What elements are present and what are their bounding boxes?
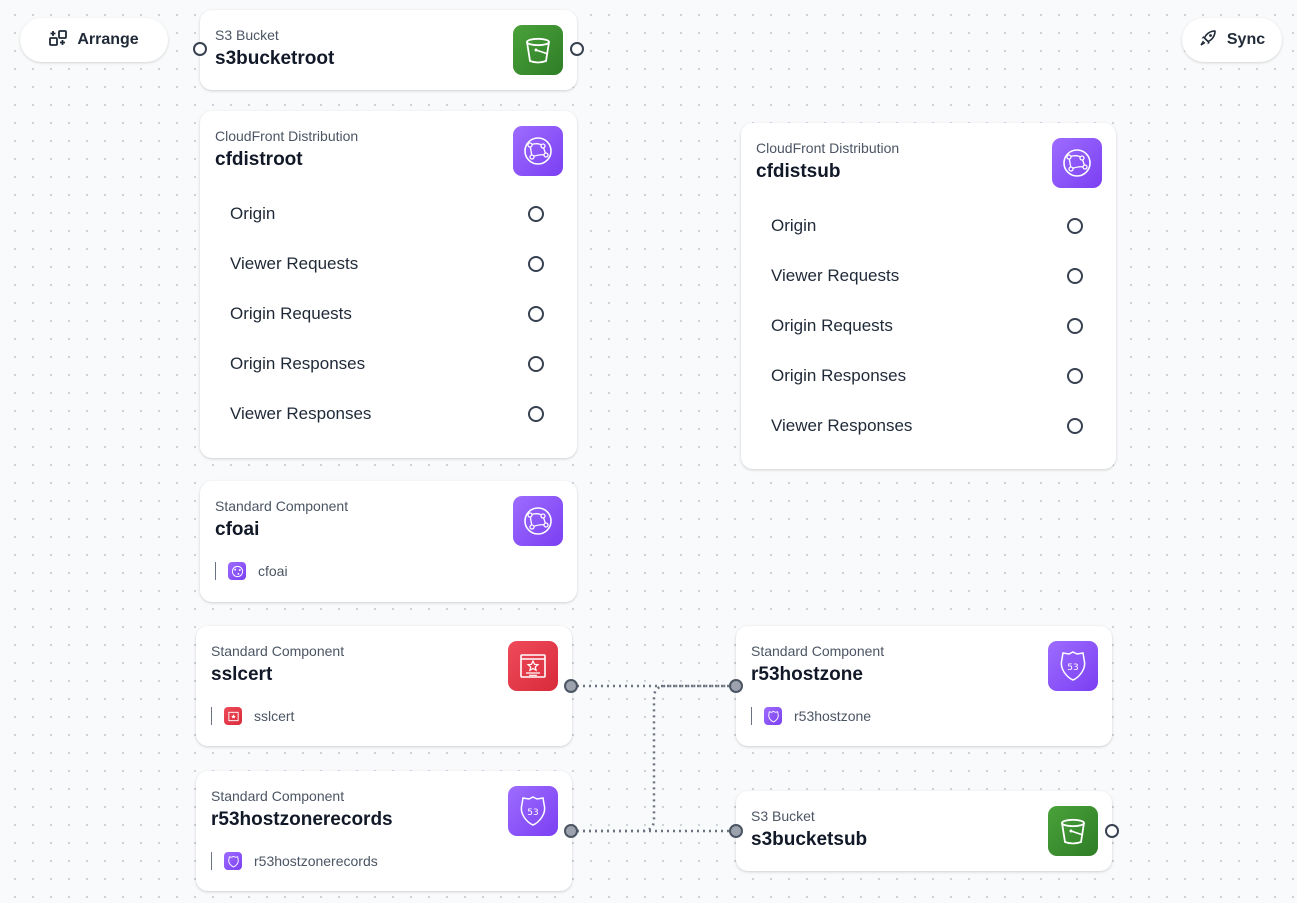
- node-kind: Standard Component: [211, 788, 345, 804]
- node-r53hostzonerecords[interactable]: Standard Component r53hostzonerecords 53…: [196, 771, 572, 891]
- event-row-origin-responses[interactable]: Origin Responses: [230, 349, 547, 379]
- sync-button[interactable]: Sync: [1182, 18, 1282, 62]
- node-title: cfoai: [215, 519, 260, 540]
- cloudfront-icon: [1052, 138, 1102, 188]
- sync-label: Sync: [1226, 31, 1266, 48]
- event-port[interactable]: [1067, 268, 1083, 284]
- s3bucketsub-output-port[interactable]: [1105, 824, 1119, 838]
- cloudfront-mini-icon: [228, 562, 246, 580]
- event-label: Origin: [230, 204, 276, 223]
- arrange-label: Arrange: [77, 31, 139, 48]
- rocket-icon: [1199, 29, 1217, 52]
- node-sslcert[interactable]: Standard Component sslcert sslcert: [196, 626, 572, 746]
- route53-badge-text: 53: [527, 808, 538, 818]
- node-title: s3bucketroot: [215, 48, 335, 69]
- node-kind: S3 Bucket: [751, 808, 815, 824]
- s3bucketsub-input-port[interactable]: [729, 824, 743, 838]
- event-port[interactable]: [528, 306, 544, 322]
- event-row-origin[interactable]: Origin: [230, 199, 547, 229]
- event-row-origin-requests[interactable]: Origin Requests: [771, 311, 1086, 341]
- event-label: Viewer Responses: [771, 416, 913, 435]
- event-label: Viewer Requests: [771, 266, 900, 285]
- node-kind: CloudFront Distribution: [215, 128, 359, 144]
- node-title: cfdistroot: [215, 149, 303, 170]
- node-title: sslcert: [211, 664, 273, 685]
- node-s3bucketsub[interactable]: S3 Bucket s3bucketsub: [736, 791, 1112, 871]
- route53-mini-icon: [224, 852, 242, 870]
- node-kind: Standard Component: [751, 643, 885, 659]
- node-title: s3bucketsub: [751, 829, 868, 850]
- node-kind: S3 Bucket: [215, 27, 279, 43]
- event-row-origin-requests[interactable]: Origin Requests: [230, 299, 547, 329]
- event-port[interactable]: [1067, 318, 1083, 334]
- cloudfront-icon: [513, 496, 563, 546]
- event-label: Origin Responses: [771, 366, 907, 385]
- node-cfdistroot[interactable]: CloudFront Distribution cfdistroot Origi…: [200, 111, 577, 458]
- event-port[interactable]: [1067, 368, 1083, 384]
- event-label: Origin: [771, 216, 817, 235]
- node-s3bucketroot[interactable]: S3 Bucket s3bucketroot: [200, 10, 577, 90]
- node-title: r53hostzonerecords: [211, 809, 393, 830]
- sub-divider: [215, 562, 216, 580]
- sub-label: r53hostzone: [794, 708, 872, 724]
- node-cfoai[interactable]: Standard Component cfoai cfoai: [200, 481, 577, 602]
- event-port[interactable]: [528, 256, 544, 272]
- wire-r53hostzonerecords-r53hostzone: [571, 684, 737, 833]
- certificate-icon: [508, 641, 558, 691]
- sslcert-output-port[interactable]: [564, 679, 578, 693]
- s3bucketroot-input-port[interactable]: [193, 42, 207, 56]
- event-label: Origin Requests: [230, 304, 352, 323]
- sub-divider: [211, 707, 212, 725]
- sub-label: sslcert: [254, 708, 295, 724]
- component-sub-row: r53hostzonerecords: [211, 851, 378, 871]
- sub-label: cfoai: [258, 563, 288, 579]
- event-label: Origin Responses: [230, 354, 366, 373]
- node-title: r53hostzone: [751, 664, 863, 685]
- event-label: Viewer Requests: [230, 254, 359, 273]
- s3bucketroot-output-port[interactable]: [570, 42, 584, 56]
- s3-bucket-icon: [513, 25, 563, 75]
- event-port[interactable]: [1067, 218, 1083, 234]
- event-row-viewer-requests[interactable]: Viewer Requests: [230, 249, 547, 279]
- component-sub-row: r53hostzone: [751, 706, 871, 726]
- node-kind: Standard Component: [211, 643, 345, 659]
- node-kind: CloudFront Distribution: [756, 140, 900, 156]
- component-sub-row: sslcert: [211, 706, 294, 726]
- arrange-icon: [49, 29, 68, 52]
- route53-icon: 53: [1048, 641, 1098, 691]
- event-label: Origin Requests: [771, 316, 893, 335]
- sub-divider: [211, 852, 212, 870]
- route53-badge-text: 53: [1067, 663, 1078, 673]
- event-port[interactable]: [528, 406, 544, 422]
- event-label: Viewer Responses: [230, 404, 372, 423]
- arrange-button[interactable]: Arrange: [20, 18, 168, 62]
- s3-bucket-icon: [1048, 806, 1098, 856]
- sub-label: r53hostzonerecords: [254, 853, 378, 869]
- node-title: cfdistsub: [756, 161, 841, 182]
- event-row-origin[interactable]: Origin: [771, 211, 1086, 241]
- node-cfdistsub[interactable]: CloudFront Distribution cfdistsub Origin…: [741, 123, 1116, 469]
- r53hostzonerecords-output-port[interactable]: [564, 824, 578, 838]
- event-row-viewer-responses[interactable]: Viewer Responses: [230, 399, 547, 429]
- event-row-viewer-requests[interactable]: Viewer Requests: [771, 261, 1086, 291]
- route53-icon: 53: [508, 786, 558, 836]
- cloudfront-icon: [513, 126, 563, 176]
- event-row-origin-responses[interactable]: Origin Responses: [771, 361, 1086, 391]
- event-port[interactable]: [1067, 418, 1083, 434]
- sub-divider: [751, 707, 752, 725]
- event-row-viewer-responses[interactable]: Viewer Responses: [771, 411, 1086, 441]
- route53-mini-icon: [764, 707, 782, 725]
- node-kind: Standard Component: [215, 498, 349, 514]
- r53hostzone-input-port[interactable]: [729, 679, 743, 693]
- certificate-mini-icon: [224, 707, 242, 725]
- event-port[interactable]: [528, 206, 544, 222]
- node-r53hostzone[interactable]: Standard Component r53hostzone 53 r53hos…: [736, 626, 1112, 746]
- component-sub-row: cfoai: [215, 561, 288, 581]
- event-port[interactable]: [528, 356, 544, 372]
